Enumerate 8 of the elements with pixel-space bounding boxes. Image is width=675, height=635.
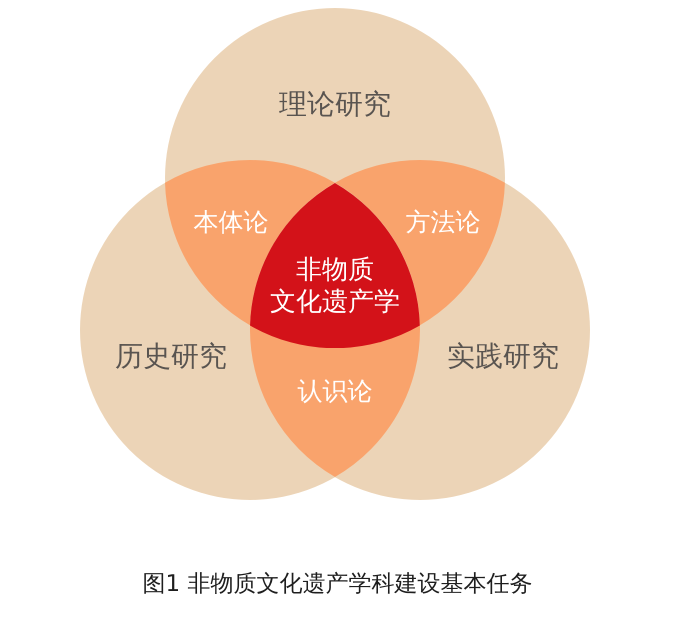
circle-label: 理论研究 [279,88,391,122]
caption: 图1 非物质文化遗产学科建设基本任务 [142,571,532,597]
overlap-label: 认识论 [297,375,372,406]
circle-label: 历史研究 [115,340,227,374]
center-label: 非物质文化遗产学 [270,254,400,318]
overlap-label: 方法论 [406,206,480,238]
overlap-label: 本体论 [193,206,268,238]
circle-label: 实践研究 [447,340,559,374]
